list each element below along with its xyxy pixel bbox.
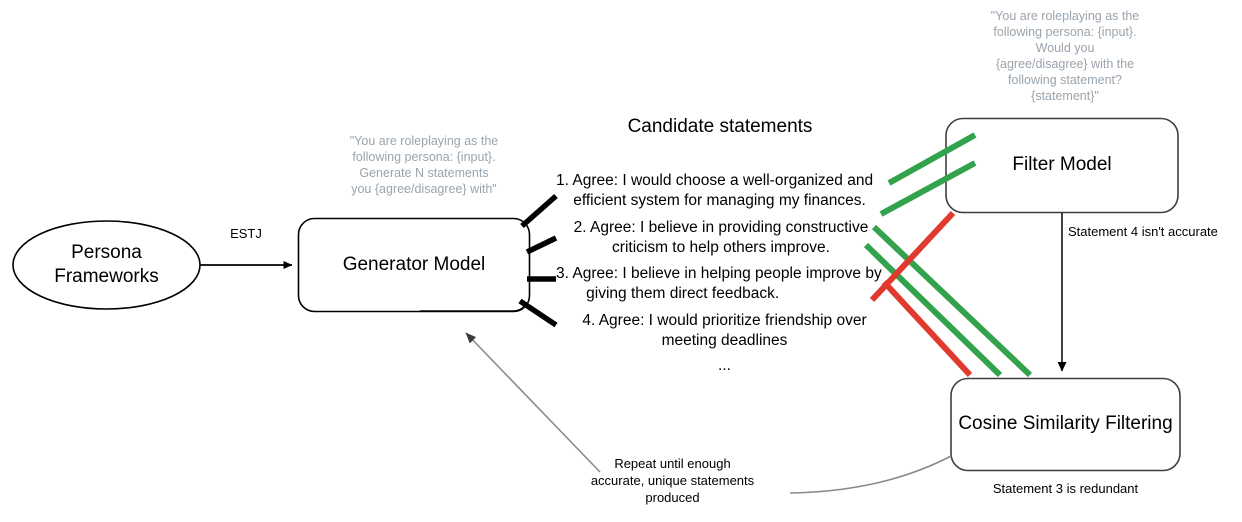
cosine-similarity-label: Cosine Similarity Filtering: [958, 413, 1173, 435]
candidate-statement-3: 3. Agree: I believe in helping people im…: [556, 265, 882, 303]
candidate-statements-heading: Candidate statements: [627, 116, 813, 137]
candidate-statement-1: 1. Agree: I would choose a well-organize…: [556, 172, 874, 210]
filter-to-cosine-label: Statement 4 isn't accurate: [1068, 224, 1218, 239]
candidate-statement-2: 2. Agree: I believe in providing constru…: [573, 219, 869, 257]
accept-link-1: [887, 132, 977, 186]
accepted-statement-links: [863, 132, 1033, 378]
accept-link-4: [871, 224, 1033, 378]
cosine-similarity-shape: [950, 377, 1181, 472]
generator-model-shape: [297, 217, 531, 313]
candidate-statements-ellipsis: ...: [718, 357, 731, 374]
estj-edge-label: ESTJ: [230, 226, 262, 241]
generator-model-label: Generator Model: [342, 254, 486, 276]
feedback-loop-arrow: [465, 332, 601, 473]
candidate-statement-4: 4. Agree: I would prioritize friendship …: [582, 312, 867, 350]
filter-model-shape: [945, 117, 1179, 214]
generator-output-spokes: [518, 193, 558, 328]
generator-bottom-connector: [420, 302, 527, 312]
reject-link-2: [881, 279, 973, 378]
persona-frameworks-shape: [12, 220, 201, 310]
feedback-loop-path: [789, 455, 952, 494]
accept-link-2: [879, 160, 977, 217]
filter-model-label: Filter Model: [1012, 154, 1112, 176]
cosine-caption-label: Statement 3 is redundant: [992, 481, 1139, 496]
